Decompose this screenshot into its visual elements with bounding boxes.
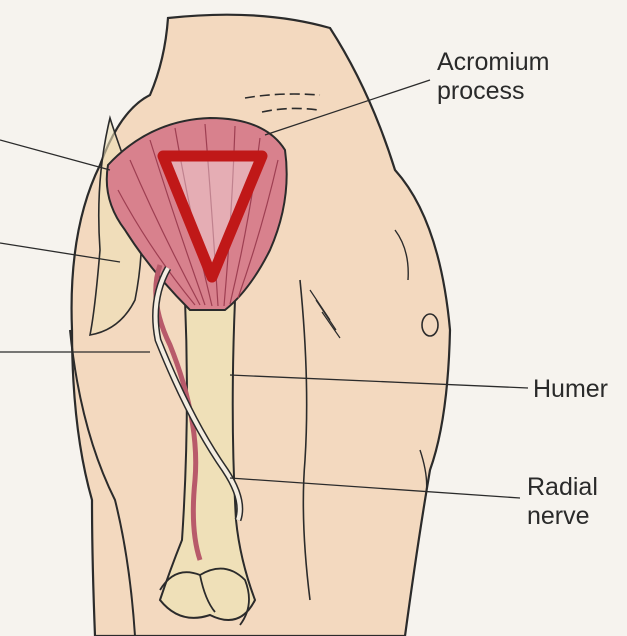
label-humerus: Humer xyxy=(533,375,608,404)
label-radial-line2: nerve xyxy=(527,502,598,531)
label-radial-line1: Radial xyxy=(527,473,598,502)
label-radial-nerve: Radial nerve xyxy=(527,473,598,531)
label-acromium-process: Acromium process xyxy=(437,48,550,106)
label-acromium-line2: process xyxy=(437,77,550,106)
label-acromium-line1: Acromium xyxy=(437,48,550,77)
